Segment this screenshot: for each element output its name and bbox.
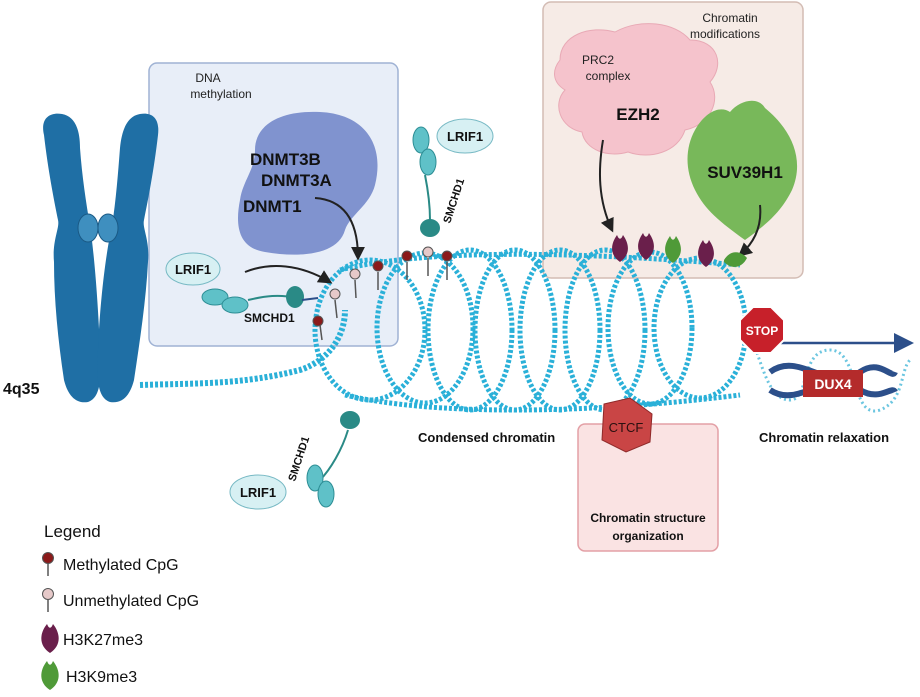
- dna-methylation-title-1: DNA: [195, 71, 220, 85]
- h3k27me3-icon: [41, 624, 59, 653]
- prc2-label-2: complex: [586, 69, 631, 83]
- structure-label-line1: Chromatin structure: [590, 511, 706, 525]
- dnmt3b-label: DNMT3B: [250, 150, 321, 169]
- chromatin-modifications-title-1: Chromatin: [702, 11, 757, 25]
- ctcf-icon: [601, 397, 653, 453]
- dnmt-complex-icon: [238, 111, 378, 255]
- lrif1-bubble-methylation: [165, 252, 221, 286]
- chromosome-icon: [43, 113, 159, 403]
- dux4-label: DUX4: [814, 376, 852, 392]
- chromatin-relaxation-label: Chromatin relaxation: [759, 430, 889, 445]
- lrif1-bubble-top: [436, 118, 494, 154]
- chromatin-modifications-title-2: modifications: [690, 27, 760, 41]
- lrif1-label-bottom: LRIF1: [240, 485, 276, 500]
- lrif1-label-top: LRIF1: [447, 129, 483, 144]
- ezh2-arrow: [598, 139, 614, 233]
- condensed-chromatin-label: Condensed chromatin: [418, 430, 555, 445]
- prc2-label-1: PRC2: [582, 53, 614, 67]
- dnmt-arrow: [314, 197, 365, 261]
- dnmt1-label: DNMT1: [243, 197, 302, 216]
- dna-methylation-title-2: methylation: [190, 87, 251, 101]
- methylated-cpg-icon: [42, 552, 54, 576]
- legend-item-h3k27me3: H3K27me3: [63, 632, 143, 649]
- chromosome-label: 4q35: [3, 381, 40, 398]
- stop-sign-icon: [739, 306, 785, 354]
- smchd1-label-top: SMCHD1: [441, 177, 467, 225]
- h3k9me3-icon: [41, 661, 59, 690]
- ctcf-label: CTCF: [609, 420, 644, 435]
- lrif1-arrow: [244, 265, 333, 284]
- lrif1-bubble-bottom: [229, 474, 287, 510]
- structure-label-line2: organization: [612, 529, 683, 543]
- legend-item-h3k9me3: H3K9me3: [66, 669, 137, 686]
- dnmt3a-label: DNMT3A: [261, 171, 332, 190]
- ezh2-label: EZH2: [616, 105, 659, 124]
- smchd1-icon-bottom: [306, 411, 360, 508]
- histone-marks: [612, 233, 747, 267]
- smchd1-icon-top: [412, 126, 440, 237]
- cpg-pins-left: [312, 246, 453, 341]
- legend-item-methylated: Methylated CpG: [63, 557, 179, 574]
- dux4-box: [803, 370, 863, 397]
- prc2-complex-icon: [554, 23, 719, 156]
- stop-label: STOP: [746, 324, 778, 338]
- suv39h1-label: SUV39H1: [707, 163, 783, 182]
- relaxed-chromatin: [739, 328, 912, 413]
- legend-title: Legend: [44, 522, 101, 541]
- legend-item-unmethylated: Unmethylated CpG: [63, 593, 199, 610]
- smchd1-icon-methylation: [201, 286, 319, 314]
- lrif1-label-methylation: LRIF1: [175, 262, 211, 277]
- smchd1-label-methylation: SMCHD1: [244, 311, 295, 325]
- suv39h1-arrow: [737, 204, 762, 257]
- unmethylated-cpg-icon: [42, 588, 54, 612]
- suv39h1-icon: [687, 100, 798, 240]
